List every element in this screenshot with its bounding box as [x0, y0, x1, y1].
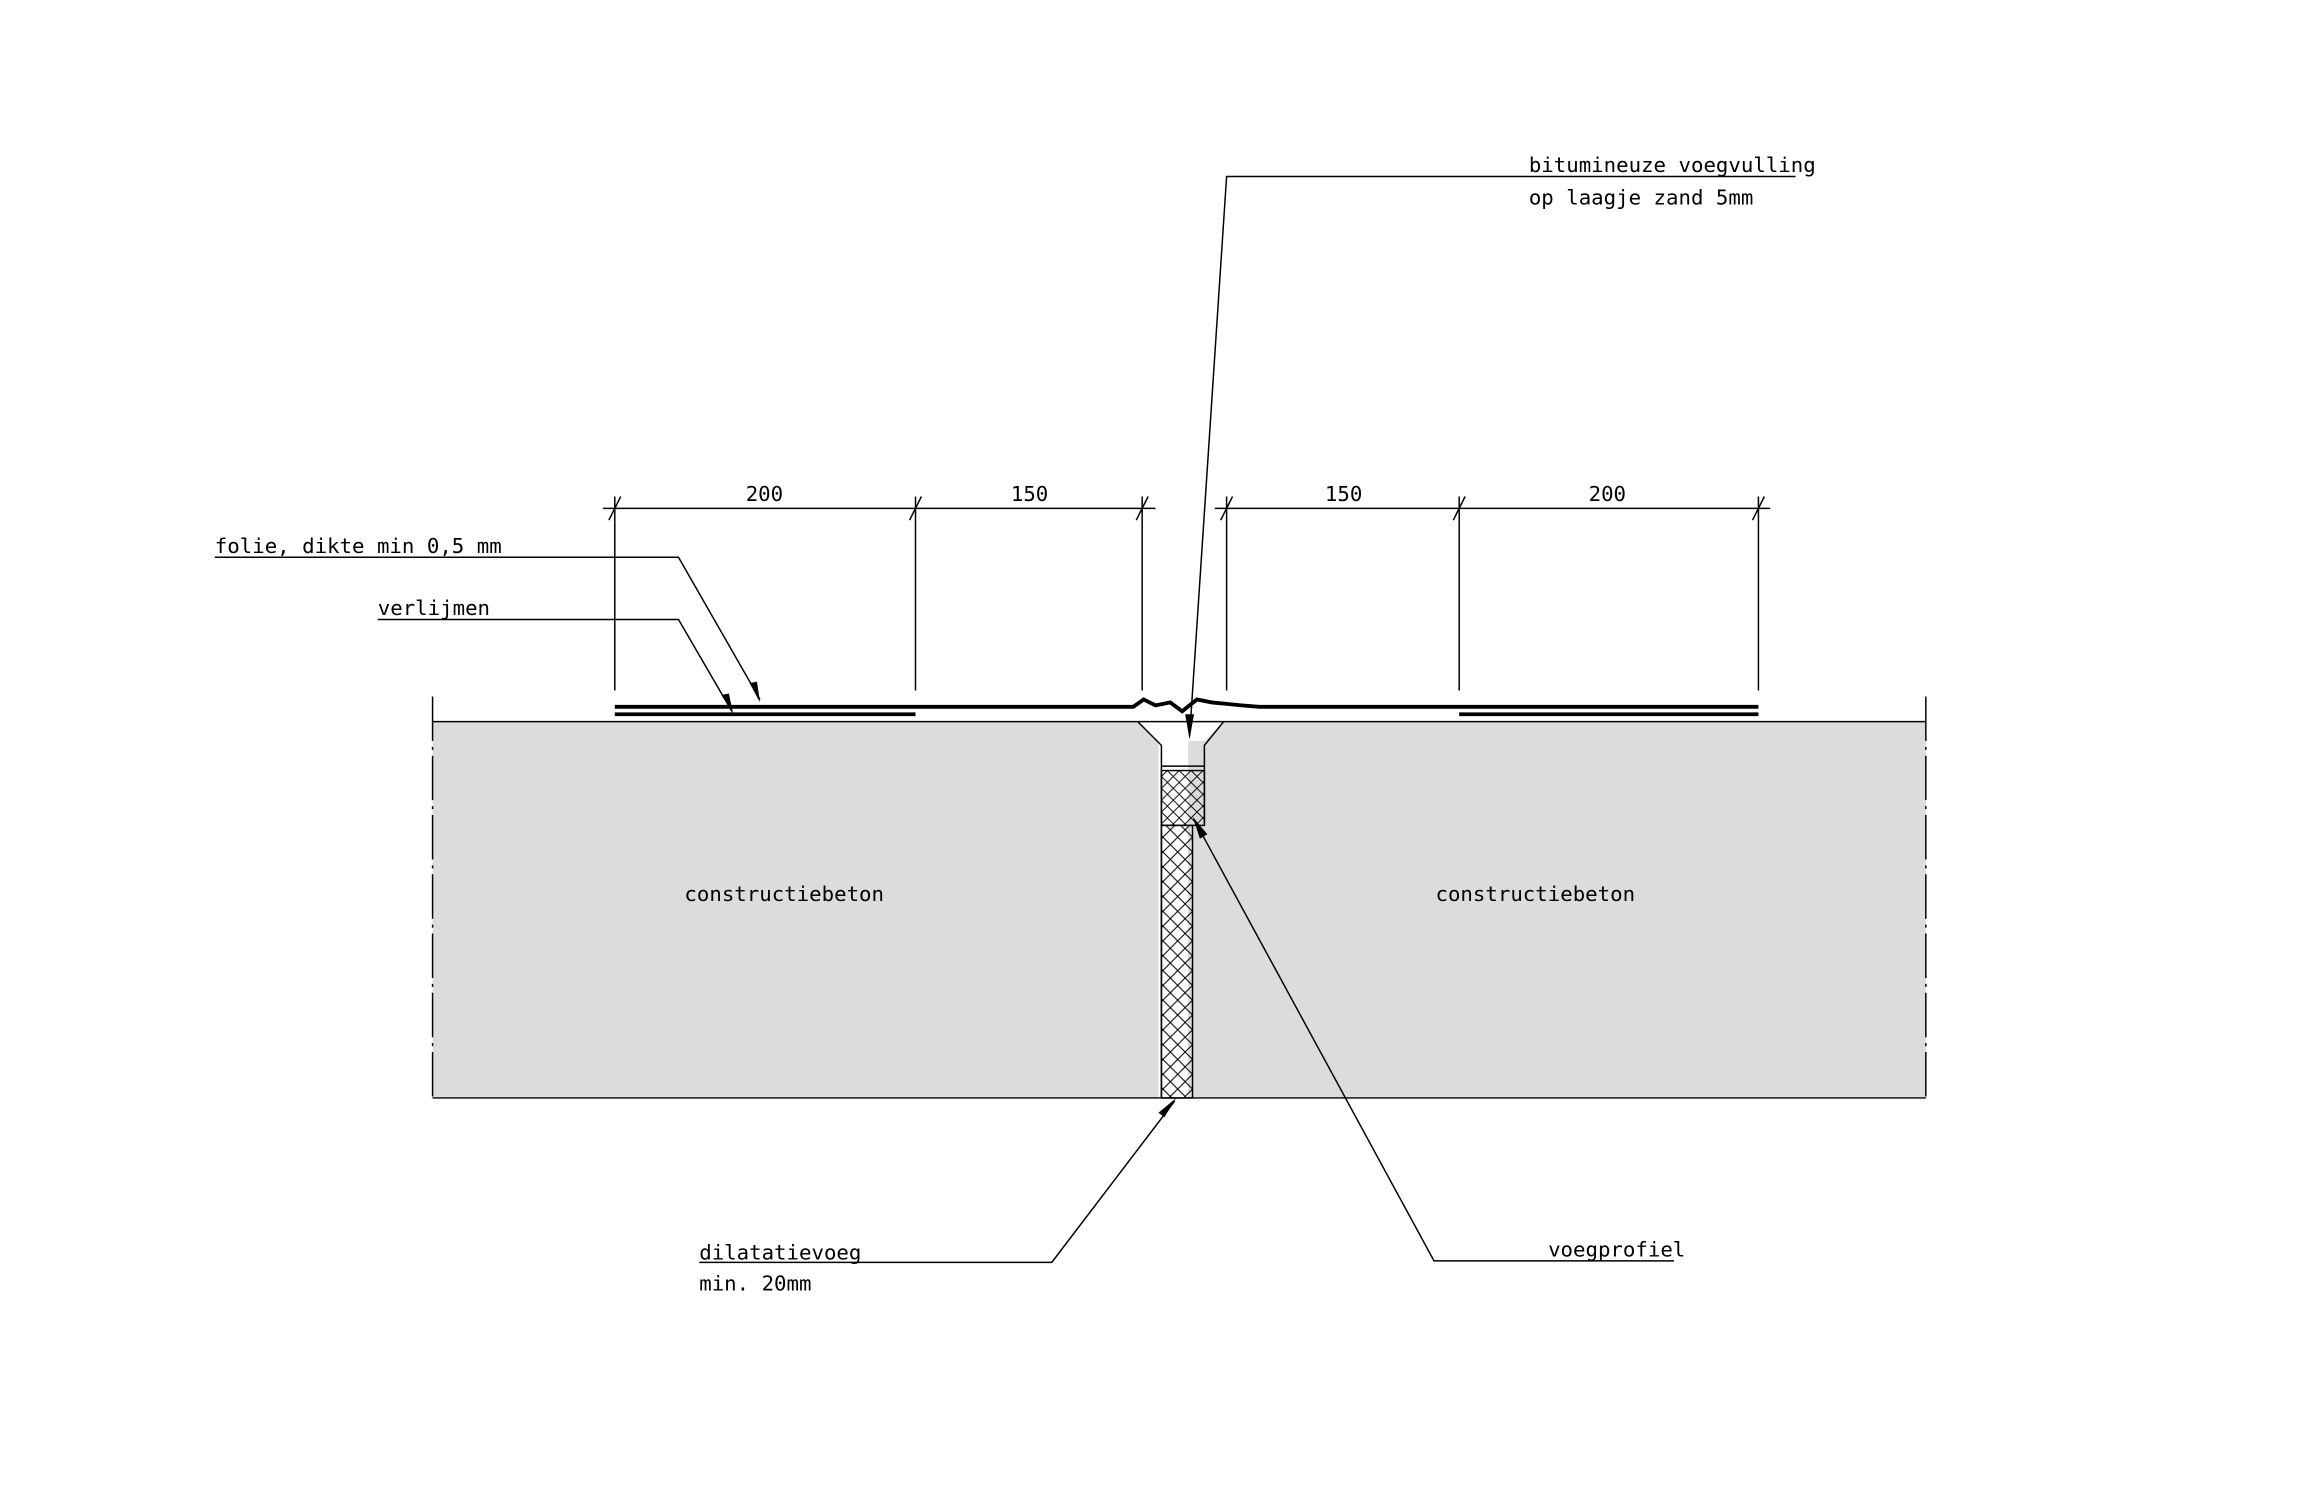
- dimension-chain: 200 150 150 200: [602, 482, 1771, 691]
- leader-lines: [214, 175, 1796, 1264]
- label-glue: verlijmen: [378, 596, 490, 620]
- dimension-label: 150: [1011, 482, 1048, 506]
- label-joint-line1: dilatatievoeg: [699, 1240, 861, 1264]
- dimension-label: 150: [1325, 482, 1362, 506]
- label-profile: voegprofiel: [1548, 1237, 1685, 1261]
- label-concrete-right: constructiebeton: [1435, 882, 1635, 906]
- label-concrete-left: constructiebeton: [684, 882, 884, 906]
- joint-filler-board: [1160, 824, 1194, 1099]
- label-filler-line2: op laagje zand 5mm: [1529, 186, 1754, 210]
- joint-profile: [1160, 769, 1206, 827]
- dimension-label: 200: [746, 482, 783, 506]
- label-filler-line1: bitumineuze voegvulling: [1529, 153, 1816, 177]
- concrete-slab: [431, 696, 1927, 1099]
- label-foil: folie, dikte min 0,5 mm: [215, 534, 502, 558]
- dimension-label: 200: [1589, 482, 1626, 506]
- label-joint-line2: min. 20mm: [699, 1272, 811, 1296]
- joint-groove: [1137, 721, 1225, 1099]
- foil-layer: [614, 697, 1759, 717]
